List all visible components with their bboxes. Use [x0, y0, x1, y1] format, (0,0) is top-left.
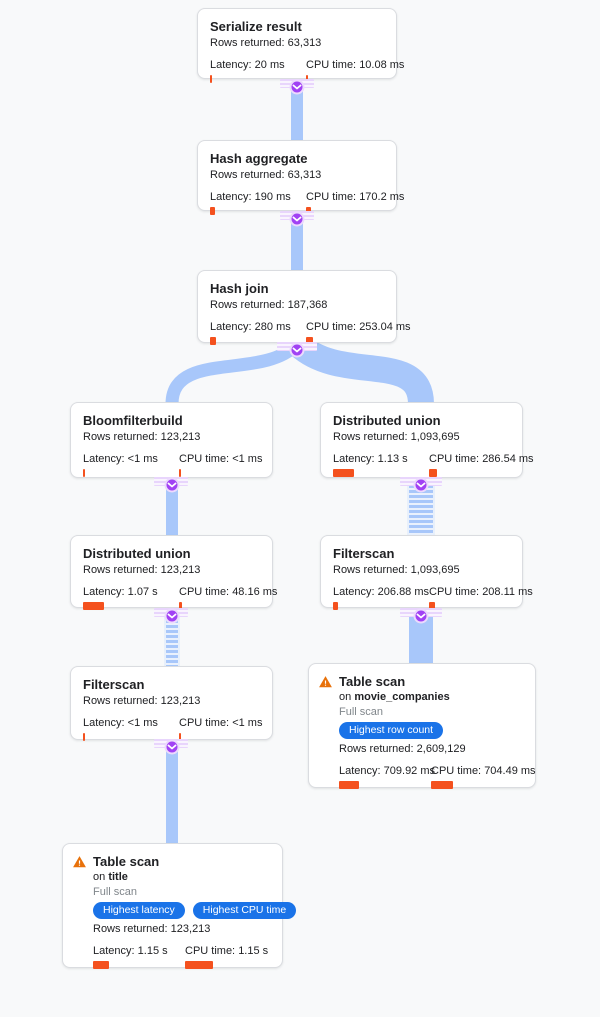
scan-target: on movie_companies	[339, 691, 450, 703]
rows-returned: Rows returned: 187,368	[210, 299, 328, 311]
latency-metric: Latency: 1.13 s	[333, 453, 429, 477]
plan-node-serialize-result[interactable]: Serialize result Rows returned: 63,313 L…	[197, 8, 404, 83]
chevron-down-icon[interactable]	[164, 477, 180, 493]
chevron-down-icon[interactable]	[164, 608, 180, 624]
latency-bar	[210, 207, 215, 215]
latency-bar	[83, 469, 85, 477]
warning-icon	[318, 675, 333, 689]
rows-returned: Rows returned: 123,213	[83, 695, 201, 707]
node-title: Bloomfilterbuild	[83, 413, 183, 428]
cpu-metric: CPU time: <1 ms	[179, 453, 262, 477]
cpu-bar	[179, 469, 181, 477]
latency-metric: Latency: 1.07 s	[83, 586, 179, 610]
edge-serialize-hashagg	[291, 79, 303, 141]
highest-latency-badge: Highest latency	[93, 902, 185, 919]
latency-bar	[210, 337, 216, 345]
cpu-bar	[179, 733, 181, 741]
node-title: Hash join	[210, 281, 269, 296]
latency-bar	[333, 469, 354, 477]
cpu-bar	[431, 781, 453, 789]
node-title: Table scan	[339, 674, 406, 689]
latency-bar	[339, 781, 359, 789]
edge-distunion-filterscan-left	[166, 610, 178, 666]
node-title: Serialize result	[210, 19, 302, 34]
latency-bar	[210, 75, 212, 83]
latency-metric: Latency: <1 ms	[83, 717, 179, 741]
chevron-down-icon[interactable]	[413, 477, 429, 493]
cpu-bar	[179, 602, 182, 610]
edge-bloom-distunion	[166, 478, 178, 536]
rows-returned: Rows returned: 63,313	[210, 37, 322, 49]
node-title: Table scan	[93, 854, 160, 869]
chevron-down-icon[interactable]	[289, 211, 305, 227]
latency-metric: Latency: 709.92 ms	[339, 765, 435, 789]
latency-metric: Latency: 1.15 s	[93, 945, 185, 969]
plan-node-filterscan-left[interactable]: Filterscan Rows returned: 123,213 Latenc…	[70, 666, 273, 741]
cpu-metric: CPU time: 208.11 ms	[429, 586, 533, 610]
scan-target: on title	[93, 871, 128, 883]
cpu-metric: CPU time: 253.04 ms	[306, 321, 411, 345]
highest-cpu-time-badge: Highest CPU time	[192, 902, 297, 919]
cpu-bar	[429, 602, 435, 610]
rows-returned: Rows returned: 1,093,695	[333, 564, 460, 576]
plan-node-hash-aggregate[interactable]: Hash aggregate Rows returned: 63,313 Lat…	[197, 140, 404, 215]
plan-node-hash-join[interactable]: Hash join Rows returned: 187,368 Latency…	[197, 270, 411, 345]
latency-metric: Latency: 206.88 ms	[333, 586, 429, 610]
cpu-metric: CPU time: 10.08 ms	[306, 59, 404, 83]
plan-node-distributed-union-right[interactable]: Distributed union Rows returned: 1,093,6…	[320, 402, 534, 478]
cpu-bar	[429, 469, 437, 477]
plan-node-filterscan-right[interactable]: Filterscan Rows returned: 1,093,695 Late…	[320, 535, 533, 610]
chevron-down-icon[interactable]	[289, 79, 305, 95]
highest-row-count-badge: Highest row count	[339, 722, 444, 739]
rows-returned: Rows returned: 123,213	[83, 431, 201, 443]
rows-returned: Rows returned: 63,313	[210, 169, 322, 181]
latency-metric: Latency: <1 ms	[83, 453, 179, 477]
rows-returned: Rows returned: 2,609,129	[339, 743, 466, 755]
cpu-metric: CPU time: <1 ms	[179, 717, 262, 741]
rows-returned: Rows returned: 1,093,695	[333, 431, 460, 443]
node-title: Distributed union	[83, 546, 191, 561]
chevron-down-icon[interactable]	[164, 739, 180, 755]
chevron-down-icon[interactable]	[289, 342, 305, 358]
latency-bar	[93, 961, 109, 969]
plan-node-table-scan-title[interactable]: Table scan on title Full scan Highest la…	[62, 843, 297, 969]
cpu-metric: CPU time: 170.2 ms	[306, 191, 404, 215]
scan-type: Full scan	[93, 886, 138, 898]
rows-returned: Rows returned: 123,213	[83, 564, 201, 576]
scan-type: Full scan	[339, 706, 384, 718]
cpu-metric: CPU time: 48.16 ms	[179, 586, 277, 610]
edge-filterscan-tablescan-left	[166, 740, 178, 844]
node-title: Filterscan	[83, 677, 145, 692]
plan-node-table-scan-movie-companies[interactable]: Table scan on movie_companies Full scan …	[308, 663, 536, 789]
cpu-metric: CPU time: 286.54 ms	[429, 453, 534, 477]
latency-bar	[333, 602, 338, 610]
latency-metric: Latency: 190 ms	[210, 191, 306, 215]
cpu-metric: CPU time: 704.49 ms	[431, 765, 536, 789]
plan-node-distributed-union-left[interactable]: Distributed union Rows returned: 123,213…	[70, 535, 277, 610]
node-title: Hash aggregate	[210, 151, 308, 166]
latency-bar	[83, 733, 85, 741]
cpu-bar	[185, 961, 213, 969]
chevron-down-icon[interactable]	[413, 608, 429, 624]
rows-returned: Rows returned: 123,213	[93, 923, 211, 935]
cpu-metric: CPU time: 1.15 s	[185, 945, 270, 969]
latency-metric: Latency: 20 ms	[210, 59, 306, 83]
latency-bar	[83, 602, 104, 610]
plan-node-bloomfilterbuild[interactable]: Bloomfilterbuild Rows returned: 123,213 …	[70, 402, 273, 478]
node-title: Distributed union	[333, 413, 441, 428]
node-title: Filterscan	[333, 546, 395, 561]
warning-icon	[72, 855, 87, 869]
